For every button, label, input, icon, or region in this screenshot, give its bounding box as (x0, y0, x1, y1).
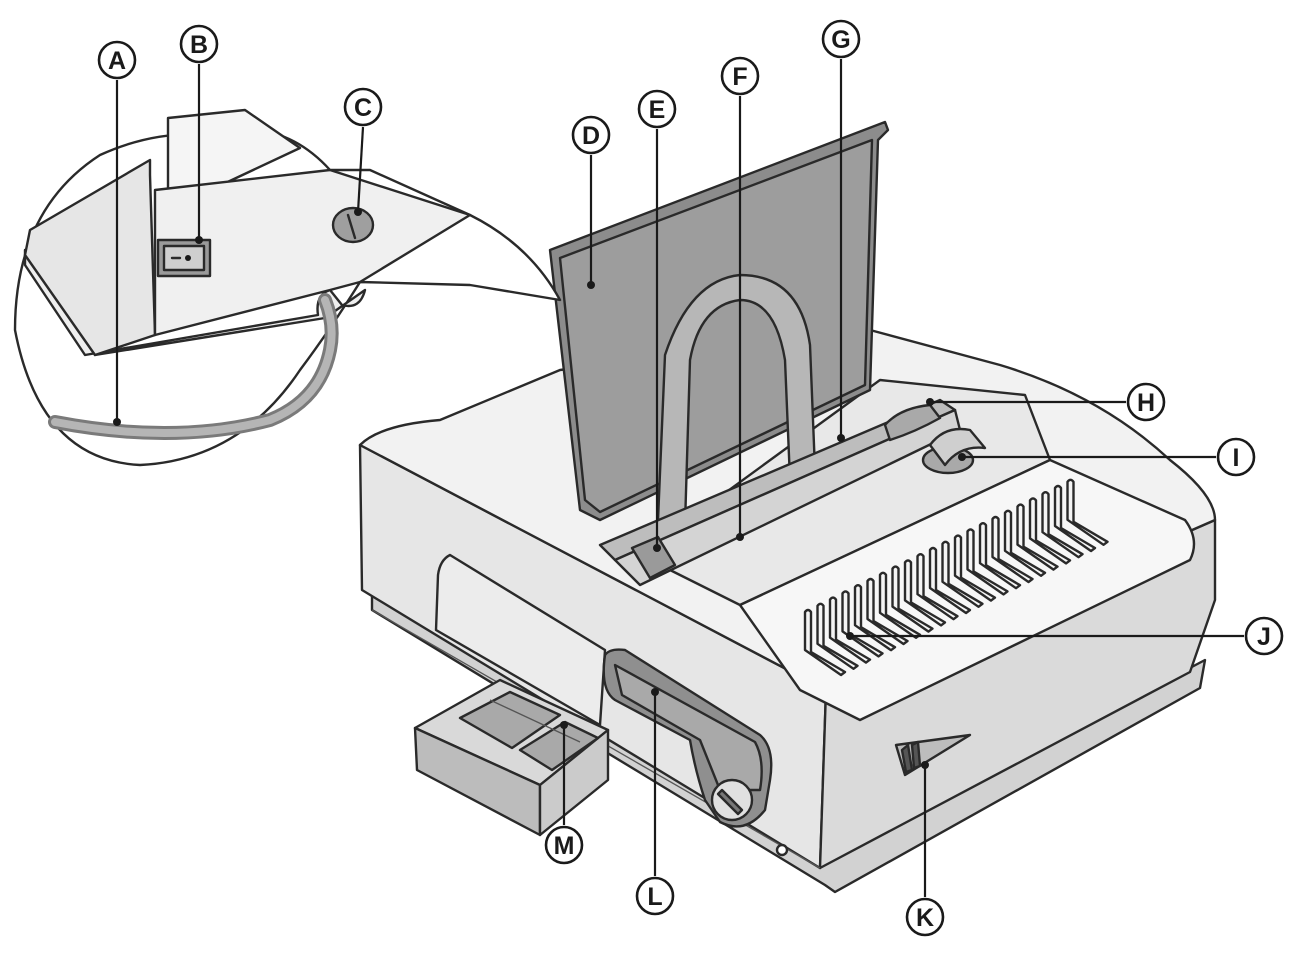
callout-circle-d (571, 115, 611, 155)
comb-finger (1003, 509, 1047, 577)
comb-finger (1016, 503, 1059, 571)
cover-group (548, 120, 890, 527)
callout-m: M (544, 721, 584, 865)
callout-circle-a (97, 40, 137, 80)
front-lip (434, 553, 607, 727)
callout-circle-i (1216, 437, 1256, 477)
callout-c: C (343, 87, 383, 216)
callout-leader-c (356, 126, 365, 213)
callout-dot-a (113, 418, 121, 426)
callout-dot-b (195, 236, 203, 244)
comb-finger (866, 577, 909, 646)
callout-j: J (846, 616, 1284, 656)
callout-i: I (958, 437, 1256, 477)
waste-drawer (413, 678, 610, 837)
callout-a: A (97, 40, 137, 426)
callout-f: F (720, 56, 760, 541)
callout-label-a: A (108, 47, 126, 75)
comb-finger (941, 540, 984, 608)
comb-finger (841, 590, 884, 658)
callout-label-m: M (554, 832, 575, 860)
fuse-holder (331, 206, 375, 244)
margin-slider (630, 535, 677, 580)
comb-finger (1028, 497, 1072, 565)
zoom-inset (13, 108, 562, 467)
comb-finger (853, 584, 897, 652)
callout-circle-k (905, 897, 945, 937)
comb-finger (803, 608, 847, 677)
callout-dot-f (736, 533, 744, 541)
callout-circle-m (544, 825, 584, 865)
comb-size-gauge (894, 733, 972, 777)
callout-circle-h (1126, 382, 1166, 422)
callout-label-l: L (647, 883, 662, 911)
callout-label-e: E (649, 96, 666, 124)
callout-label-d: D (582, 122, 600, 150)
callout-label-j: J (1257, 623, 1271, 651)
callout-dot-h (926, 398, 934, 406)
callout-label-k: K (916, 904, 934, 932)
comb-fingers (803, 478, 1109, 677)
comb-finger (928, 546, 972, 615)
callout-k: K (905, 761, 945, 937)
callout-dot-l (651, 688, 659, 696)
callout-label-c: C (354, 94, 372, 122)
callout-circle-j (1244, 616, 1284, 656)
callout-b: B (179, 24, 219, 244)
callout-label-b: B (190, 31, 208, 59)
callout-l: L (635, 688, 675, 916)
comb-finger (916, 553, 959, 621)
callout-dot-e (653, 544, 661, 552)
callout-label-f: F (732, 63, 747, 91)
callout-dot-c (354, 208, 362, 216)
comb-finger (953, 534, 997, 602)
callout-dot-g (837, 434, 845, 442)
callout-label-g: G (831, 26, 850, 54)
callout-label-h: H (1137, 389, 1155, 417)
comb-finger (978, 522, 1022, 590)
callout-dot-m (560, 721, 568, 729)
comb-finger (828, 596, 872, 664)
callout-circle-e (637, 89, 677, 129)
callout-circle-f (720, 56, 760, 96)
callout-circle-g (821, 19, 861, 59)
callout-dot-k (921, 761, 929, 769)
callout-label-i: I (1233, 444, 1240, 472)
comb-finger (816, 602, 859, 670)
callout-dot-j (846, 632, 854, 640)
callout-dot-i (958, 453, 966, 461)
comb-finger (1066, 478, 1109, 546)
punch-handle (602, 648, 789, 857)
callout-layer: A B C D E F G H I J K L M (97, 19, 1284, 937)
callout-g: G (821, 19, 861, 442)
callout-circle-b (179, 24, 219, 64)
comb-finger (966, 528, 1009, 596)
comb-finger (1041, 491, 1084, 559)
comb-finger (878, 571, 922, 639)
callout-h: H (926, 382, 1166, 422)
callout-circle-l (635, 876, 675, 916)
callout-dot-d (587, 281, 595, 289)
comb-finger (903, 559, 947, 627)
comb-finger (1053, 484, 1097, 553)
comb-finger (991, 515, 1034, 584)
comb-finger (891, 565, 934, 633)
cover-arch (656, 273, 817, 527)
callout-circle-c (343, 87, 383, 127)
callout-e: E (637, 89, 677, 552)
depth-adjuster (883, 403, 942, 442)
callout-d: D (571, 115, 611, 289)
